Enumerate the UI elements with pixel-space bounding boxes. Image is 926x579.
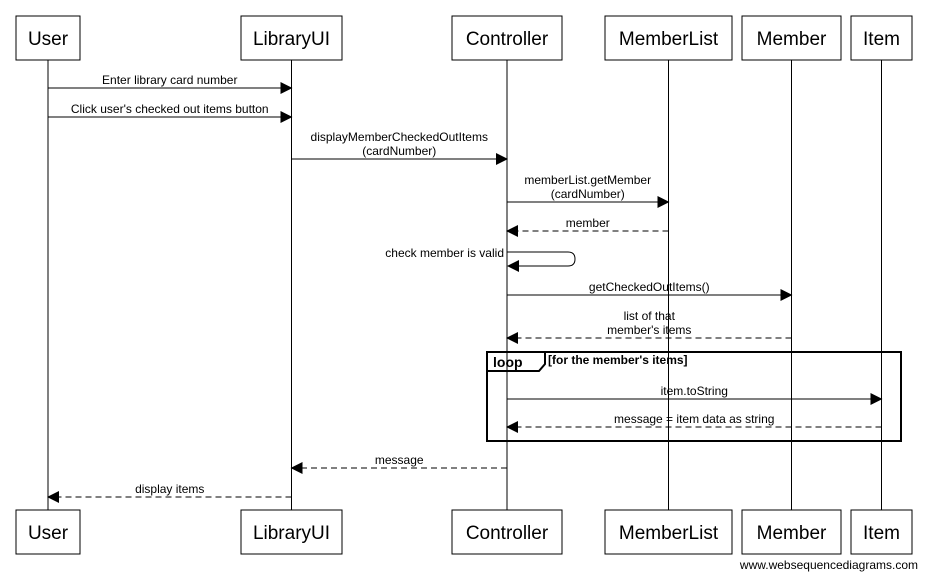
message-label: member's items (607, 323, 691, 337)
message-label: Click user's checked out items button (71, 102, 269, 116)
message-label: check member is valid (385, 246, 504, 260)
participant-libraryui-bottom: LibraryUI (240, 509, 343, 555)
message-label: Enter library card number (102, 73, 237, 87)
message-label: message = item data as string (614, 412, 774, 426)
message-click-button: Click user's checked out items button (48, 102, 293, 123)
loop-frame (486, 351, 902, 442)
participant-controller-top: Controller (451, 15, 563, 61)
participant-box (240, 509, 343, 555)
participant-member-top: Member (741, 15, 842, 61)
message-label: display items (135, 482, 204, 496)
participant-box (451, 15, 563, 61)
message-item-tostring: item.toString (507, 384, 883, 405)
message-label: displayMemberCheckedOutItems (311, 130, 488, 144)
message-label: message (375, 453, 424, 467)
message-label: item.toString (661, 384, 728, 398)
participant-box (15, 509, 81, 555)
participant-item-top: Item (850, 15, 913, 61)
participant-label: Member (757, 29, 827, 50)
message-label: (cardNumber) (551, 187, 625, 201)
participant-label: User (28, 523, 69, 544)
message-message-return: message (290, 453, 507, 474)
participant-label: User (28, 29, 69, 50)
participant-memberlist-top: MemberList (604, 15, 733, 61)
participant-memberlist-bottom: MemberList (604, 509, 733, 555)
participant-box (741, 509, 842, 555)
participant-label: Item (863, 523, 900, 544)
message-label: memberList.getMember (524, 173, 651, 187)
message-check-valid: check member is valid (385, 246, 576, 272)
participant-label: Controller (466, 523, 549, 544)
message-string-return: message = item data as string (506, 412, 882, 433)
participant-box (850, 15, 913, 61)
participant-box (240, 15, 343, 61)
participant-box (604, 15, 733, 61)
participant-label: LibraryUI (253, 523, 330, 544)
participant-label: MemberList (619, 523, 719, 544)
message-label: getCheckedOutItems() (589, 280, 710, 294)
message-get-member: memberList.getMember(cardNumber) (507, 173, 670, 208)
participant-label: Member (757, 523, 827, 544)
message-display-checked-out: displayMemberCheckedOutItems(cardNumber) (291, 130, 508, 165)
participant-libraryui-top: LibraryUI (240, 15, 343, 61)
message-get-items: getCheckedOutItems() (507, 280, 793, 301)
participant-box (741, 15, 842, 61)
participant-label: LibraryUI (253, 29, 330, 50)
message-member-return: member (506, 216, 669, 237)
message-label: (cardNumber) (362, 144, 436, 158)
message-display-items: display items (47, 482, 292, 503)
message-arrow (507, 251, 576, 272)
participant-user-bottom: User (15, 509, 81, 555)
participant-box (604, 509, 733, 555)
loop-guard: [for the member's items] (548, 353, 688, 367)
message-label: list of that (624, 309, 676, 323)
participant-user-top: User (15, 15, 81, 61)
participant-label: Item (863, 29, 900, 50)
loop-tab (486, 351, 546, 372)
credit-text: www.websequencediagrams.com (739, 558, 918, 572)
message-label: member (566, 216, 610, 230)
participant-box (451, 509, 563, 555)
message-enter-card: Enter library card number (48, 73, 293, 94)
participant-label: Controller (466, 29, 549, 50)
participant-label: MemberList (619, 29, 719, 50)
participant-member-bottom: Member (741, 509, 842, 555)
participant-box (850, 509, 913, 555)
participant-item-bottom: Item (850, 509, 913, 555)
loop-title: loop (493, 354, 523, 370)
participant-box (15, 15, 81, 61)
participant-controller-bottom: Controller (451, 509, 563, 555)
